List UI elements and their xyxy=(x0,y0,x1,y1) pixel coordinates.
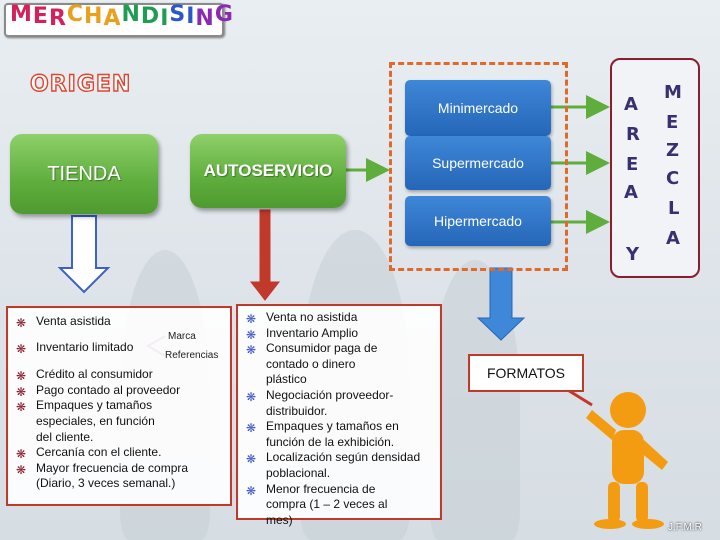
tienda-node: TIENDA xyxy=(10,134,158,214)
list-item: ❋Consumidor paga de contado o dinero plá… xyxy=(246,341,378,387)
formats-group-frame xyxy=(389,62,568,271)
title-letter: R xyxy=(48,6,67,31)
cylinder-letter: C xyxy=(666,168,680,189)
thinking-figure xyxy=(586,392,668,529)
title-letter: I xyxy=(160,6,170,31)
title-letter: G xyxy=(214,2,234,27)
formatos-label: FORMATOS xyxy=(468,354,584,392)
page-title: MERCHANDISING xyxy=(10,2,234,31)
list-item: ❋Menor frecuencia de compra (1 – 2 veces… xyxy=(246,481,388,527)
brace-label-referencias: Referencias xyxy=(165,350,219,361)
title-letter: H xyxy=(84,4,104,29)
tienda-down-arrow xyxy=(57,215,111,294)
list-item: ❋Pago contado al proveedor xyxy=(16,382,181,399)
title-letter: C xyxy=(66,2,85,27)
origen-heading: ORIGEN xyxy=(29,71,132,97)
brace-label-marca: Marca xyxy=(168,331,196,342)
cylinder-letter: A xyxy=(624,94,638,115)
title-letter: E xyxy=(32,4,49,29)
list-item: ❋Crédito al consumidor xyxy=(16,367,153,384)
title-letter: N xyxy=(195,6,215,31)
title-letter: M xyxy=(10,2,33,27)
list-item: ❋Inventario Amplio xyxy=(246,325,359,342)
cylinder-letter: R xyxy=(626,124,640,145)
cylinder-letter: Y xyxy=(626,244,640,265)
cylinder-letter: Z xyxy=(666,140,680,161)
title-letter: N xyxy=(121,2,141,27)
title-letter: D xyxy=(140,4,161,29)
cylinder-letter: L xyxy=(668,198,680,219)
cylinder-letter: E xyxy=(666,112,679,133)
list-item: ❋Inventario limitado xyxy=(16,339,134,356)
list-item: ❋Venta asistida xyxy=(16,314,111,330)
autoservicio-down-arrow xyxy=(249,209,281,301)
tienda-characteristics-list: ❋Venta asistida ❋Inventario limitado ❋Cr… xyxy=(6,306,232,506)
title-letter: I xyxy=(186,4,196,29)
autoservicio-characteristics-list: ❋Venta no asistida ❋Inventario Amplio ❋C… xyxy=(236,304,442,527)
list-item: ❋Localización según densidad poblacional… xyxy=(246,450,421,480)
cylinder-letter: A xyxy=(624,182,638,203)
list-item: ❋Negociación proveedor-distribuidor. xyxy=(246,387,394,418)
list-item: ❋Mayor frecuencia de compra (Diario, 3 v… xyxy=(16,460,189,491)
cylinder-letter: E xyxy=(626,154,639,175)
cylinder-letter: A xyxy=(666,228,680,249)
minimercado-node: Minimercado xyxy=(405,80,551,136)
supermercado-node: Supermercado xyxy=(405,136,551,190)
formatos-down-arrow xyxy=(476,267,526,341)
list-item: ❋Venta no asistida xyxy=(246,310,358,326)
author-credit: J.F.M.R xyxy=(668,522,702,533)
hipermercado-node: Hipermercado xyxy=(405,196,551,246)
cylinder-letter: M xyxy=(664,82,682,103)
list-item: ❋Empaques y tamaños especiales, en funci… xyxy=(16,398,155,444)
title-letter: S xyxy=(169,2,187,27)
area-y-mezcla-cylinder: A R E A Y M E Z C L A xyxy=(610,58,700,278)
title-letter: A xyxy=(103,6,122,31)
autoservicio-node: AUTOSERVICIO xyxy=(190,134,346,208)
list-item: ❋Empaques y tamaños en función de la exh… xyxy=(246,419,399,449)
list-item: ❋Cercanía con el cliente. xyxy=(16,445,162,462)
title-banner xyxy=(4,3,224,37)
